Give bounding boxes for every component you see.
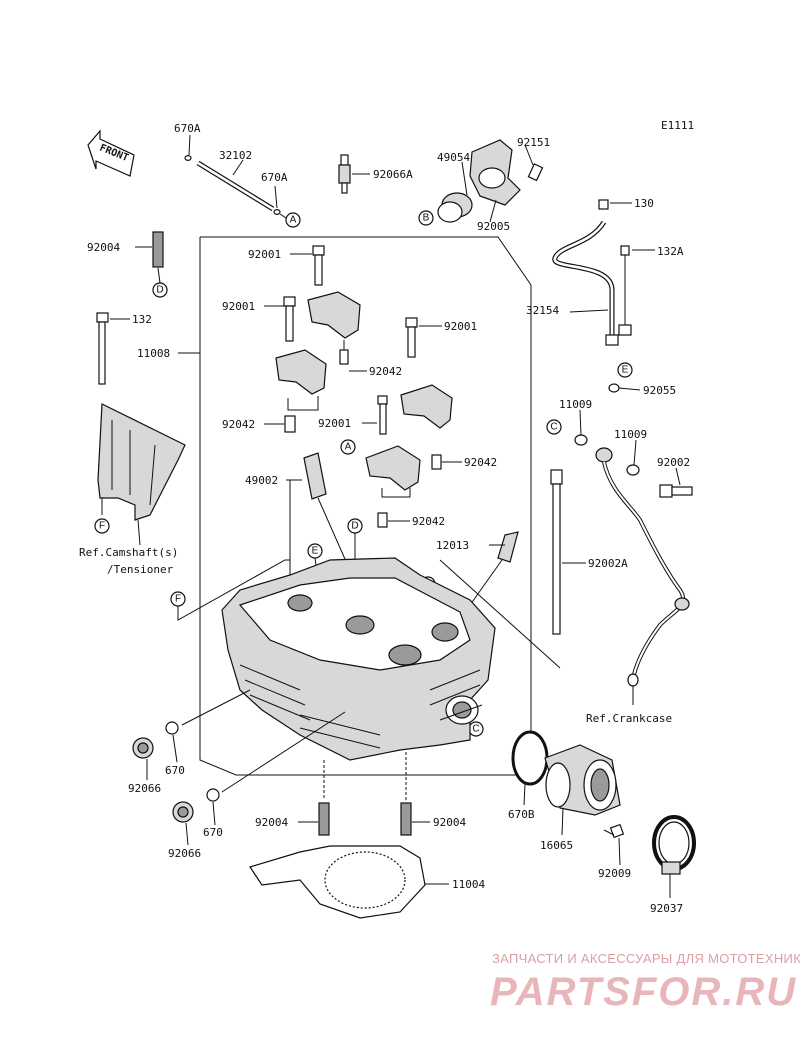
callout-e-1 <box>617 362 633 378</box>
callout-a-1 <box>285 212 301 228</box>
callout-e-2-text: E <box>312 546 319 557</box>
label-92004-a: 92004 <box>255 816 288 829</box>
stud-92002a <box>550 469 586 635</box>
label-670a-2: 670A <box>261 171 288 184</box>
label-92001-c: 92001 <box>444 320 477 333</box>
callout-c-1-text: C <box>550 422 557 433</box>
callout-e-1-text: E <box>622 365 629 376</box>
label-92055: 92055 <box>643 384 676 397</box>
plug-92066-b <box>172 711 346 846</box>
ref-crankcase: Ref.Crankcase <box>586 712 672 725</box>
label-49054: 49054 <box>437 151 470 164</box>
plug-92066-a <box>132 689 251 780</box>
label-12013: 12013 <box>436 539 469 552</box>
spark-plug-92066a <box>338 154 370 194</box>
water-cover-49054 <box>437 139 544 223</box>
callout-d-2-text: D <box>351 521 358 532</box>
label-92001-d: 92001 <box>318 417 351 430</box>
label-92002: 92002 <box>657 456 690 469</box>
label-92042-d: 92042 <box>412 515 445 528</box>
callout-d-1 <box>152 282 168 298</box>
label-92042-c: 92042 <box>464 456 497 469</box>
label-92042-b: 92042 <box>222 418 255 431</box>
oil-hose <box>546 409 693 705</box>
label-92004-b: 92004 <box>433 816 466 829</box>
label-92037: 92037 <box>650 902 683 915</box>
label-92002a: 92002A <box>588 557 628 570</box>
label-49002: 49002 <box>245 474 278 487</box>
cam-cap-upper <box>290 245 367 372</box>
callout-a-1-text: A <box>290 215 297 226</box>
bolt-92009 <box>603 823 625 866</box>
front-arrow-icon: FRONT <box>87 129 135 177</box>
callout-a-2 <box>340 439 356 455</box>
cam-cap-center <box>362 395 462 528</box>
label-11004: 11004 <box>452 878 485 891</box>
clamp-92037 <box>652 815 696 898</box>
diagram-code: E1111 <box>661 119 694 132</box>
label-11008: 11008 <box>137 347 170 360</box>
label-92001-a: 92001 <box>248 248 281 261</box>
label-92066-a: 92066 <box>128 782 161 795</box>
intake-holder-16065 <box>544 744 621 836</box>
label-92042-a: 92042 <box>369 365 402 378</box>
cam-cap-left <box>264 296 327 433</box>
label-92066-b: 92066 <box>168 847 201 860</box>
label-670-a: 670 <box>165 764 185 777</box>
pin-32102 <box>184 134 287 219</box>
callout-d-1-text: D <box>156 285 163 296</box>
callout-c-1 <box>546 419 562 435</box>
label-92066a: 92066A <box>373 168 413 181</box>
label-92151: 92151 <box>517 136 550 149</box>
label-132a: 132A <box>657 245 684 258</box>
dowels-92004 <box>298 752 430 836</box>
stud-92004-top <box>135 231 164 284</box>
label-16065: 16065 <box>540 839 573 852</box>
label-32154: 32154 <box>526 304 559 317</box>
oring-670b <box>511 730 549 806</box>
label-92009: 92009 <box>598 867 631 880</box>
callout-b-1-text: B <box>423 213 430 224</box>
label-92004-top: 92004 <box>87 241 120 254</box>
label-670a-top: 670A <box>174 122 201 135</box>
watermark-tagline: ЗАПЧАСТИ И АКСЕССУАРЫ ДЛЯ МОТОТЕХНИКИ <box>492 951 800 966</box>
oil-pipe-32154 <box>552 199 655 393</box>
label-32102: 32102 <box>219 149 252 162</box>
ref-camshaft-line2: /Tensioner <box>107 563 174 576</box>
label-92001-b: 92001 <box>222 300 255 313</box>
label-11009-a: 11009 <box>559 398 592 411</box>
callout-f-1-text: F <box>99 521 105 532</box>
ref-camshaft-line1: Ref.Camshaft(s) <box>79 546 178 559</box>
head-gasket-11004 <box>249 845 449 919</box>
callout-b-1 <box>418 210 434 226</box>
cylinder-head <box>221 557 496 761</box>
watermark-logo: PARTSFOR.RU <box>490 970 797 1014</box>
label-92005: 92005 <box>477 220 510 233</box>
label-670b: 670B <box>508 808 535 821</box>
cam-cap-right <box>400 317 453 429</box>
cam-guide-bracket <box>97 403 186 546</box>
label-11009-b: 11009 <box>614 428 647 441</box>
callout-c-2-text: C <box>472 724 479 735</box>
callout-a-2-text: A <box>345 442 352 453</box>
label-132: 132 <box>132 313 152 326</box>
label-130: 130 <box>634 197 654 210</box>
bolt-132 <box>96 312 130 385</box>
label-670-b: 670 <box>203 826 223 839</box>
callout-f-1 <box>94 518 110 534</box>
callout-f-2-text: F <box>175 594 181 605</box>
